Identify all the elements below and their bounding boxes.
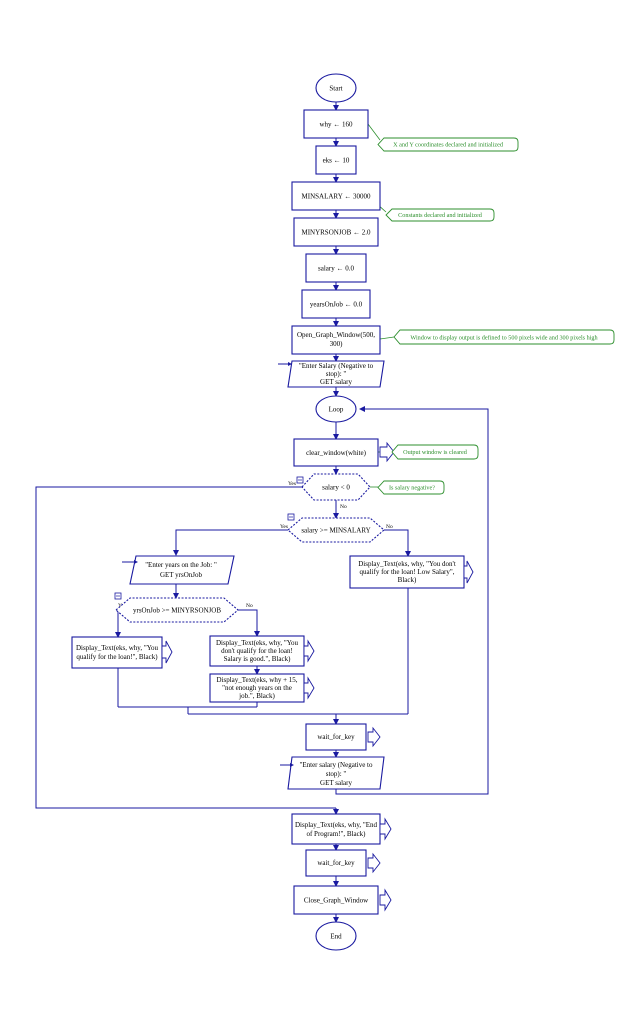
display-low-salary-line2: qualify for the loan! Low Salary", [360, 568, 455, 576]
why-label: why ← 160 [319, 121, 353, 129]
eks-label: eks ← 10 [323, 157, 350, 165]
node-input-salary2[interactable]: "Enter salary (Negative to stop): " GET … [280, 756, 385, 790]
connectors: No Yes Yes No Yes No [35, 102, 489, 923]
node-display-low-salary[interactable]: Display_Text(eks, why, "You don't qualif… [349, 555, 474, 589]
cond-minsalary-label: salary >= MINSALARY [301, 527, 370, 535]
comment-constants[interactable]: Constants declared and initialized [385, 208, 495, 222]
node-eks[interactable]: eks ← 10 [315, 145, 357, 175]
display-low-salary-line3: Black) [398, 576, 417, 584]
end-label: End [330, 933, 342, 941]
close-window-label: Close_Graph_Window [304, 897, 369, 905]
input-salary-line2: stop): " [326, 370, 347, 378]
minyrs-label: MINYRSONJOB ← 2.0 [301, 229, 371, 237]
input-salary2-line3: GET salary [320, 779, 352, 787]
yearsonjob-label: yearsOnJob ← 0.0 [310, 301, 363, 309]
open-window-line2: 300) [330, 340, 344, 348]
display-low-salary-line1: Display_Text(eks, why, "You don't [358, 560, 456, 568]
input-years-line1: "Enter years on the Job: " [145, 561, 217, 569]
node-input-salary[interactable]: "Enter Salary (Negative to stop): " GET … [278, 360, 385, 388]
label-yes-minsalary: Yes [280, 524, 288, 530]
start-label: Start [329, 85, 342, 93]
open-window-line1: Open_Graph_Window(500, [297, 331, 375, 339]
display-years-line3: job.", Black) [238, 692, 275, 700]
node-open-window[interactable]: Open_Graph_Window(500, 300) [291, 325, 381, 355]
node-display-qualify[interactable]: Display_Text(eks, why, "You qualify for … [71, 636, 173, 669]
node-wait2[interactable]: wait_for_key [305, 849, 381, 877]
node-minyrs[interactable]: MINYRSONJOB ← 2.0 [293, 217, 379, 247]
node-loop[interactable]: Loop [315, 395, 357, 423]
display-qualify-line1: Display_Text(eks, why, "You [76, 644, 159, 652]
minsalary-label: MINSALARY ← 30000 [302, 193, 371, 201]
label-no-years: No [246, 603, 253, 609]
comment-negative-text: Is salary negative? [389, 485, 435, 492]
input-years-line2: GET yrsOnJob [160, 571, 203, 579]
display-salary-good-line2: don't qualify for the loan! [221, 647, 293, 655]
node-minsalary[interactable]: MINSALARY ← 30000 [291, 181, 381, 211]
cond-salary-neg-label: salary < 0 [322, 484, 350, 492]
node-input-years[interactable]: "Enter years on the Job: " GET yrsOnJob [122, 555, 235, 585]
node-yearsonjob[interactable]: yearsOnJob ← 0.0 [301, 289, 371, 319]
comment-cleared[interactable]: Output window is cleared [391, 444, 479, 460]
comment-window-text: Window to display output is defined to 5… [410, 335, 598, 342]
label-yes-salary-neg: Yes [288, 481, 296, 487]
node-salary[interactable]: salary ← 0.0 [305, 253, 367, 283]
input-salary-line1: "Enter Salary (Negative to [299, 362, 374, 370]
node-wait1[interactable]: wait_for_key [305, 723, 381, 751]
comment-constants-text: Constants declared and initialized [398, 212, 483, 219]
comment-window[interactable]: Window to display output is defined to 5… [393, 329, 615, 345]
salary-label: salary ← 0.0 [318, 265, 354, 273]
node-cond-salary-neg[interactable]: salary < 0 [296, 473, 371, 501]
display-years-line1: Display_Text(eks, why + 15, [216, 676, 297, 684]
node-close-window[interactable]: Close_Graph_Window [293, 885, 392, 915]
wait2-label: wait_for_key [317, 859, 355, 867]
display-qualify-line2: qualify for the loan!", Black) [76, 653, 158, 661]
node-cond-minsalary[interactable]: salary >= MINSALARY [287, 513, 385, 543]
node-display-salary-good[interactable]: Display_Text(eks, why, "You don't qualif… [209, 635, 315, 667]
comment-xy[interactable]: X and Y coordinates declared and initial… [377, 137, 519, 152]
clear-window-label: clear_window(white) [306, 449, 367, 457]
comment-cleared-text: Output window is cleared [403, 449, 468, 456]
cond-years-label: yrsOnJob >= MINYRSONJOB [133, 607, 221, 615]
comment-xy-text: X and Y coordinates declared and initial… [393, 142, 504, 149]
display-end-line2: of Program!", Black) [306, 830, 366, 838]
loop-label: Loop [329, 406, 344, 414]
node-clear-window[interactable]: clear_window(white) [293, 438, 395, 467]
display-years-line2: "not enough years on the [222, 684, 292, 692]
node-display-end[interactable]: Display_Text(eks, why, "End of Program!"… [291, 813, 392, 845]
display-salary-good-line1: Display_Text(eks, why, "You [216, 639, 299, 647]
node-cond-years[interactable]: yrsOnJob >= MINYRSONJOB [114, 592, 239, 623]
input-salary2-line1: "Enter salary (Negative to [299, 761, 373, 769]
wait1-label: wait_for_key [317, 733, 355, 741]
label-no-minsalary: No [386, 524, 393, 530]
display-end-line1: Display_Text(eks, why, "End [295, 821, 378, 829]
node-start[interactable]: Start [315, 73, 357, 103]
label-no-salary-neg: No [340, 504, 347, 510]
comment-negative[interactable]: Is salary negative? [377, 480, 445, 495]
node-display-years[interactable]: Display_Text(eks, why + 15, "not enough … [209, 673, 315, 703]
node-why[interactable]: why ← 160 [303, 109, 369, 139]
input-salary-line3: GET salary [320, 378, 352, 386]
display-salary-good-line3: Salary is good.", Black) [224, 655, 291, 663]
input-salary2-line2: stop): " [326, 770, 347, 778]
node-end[interactable]: End [315, 921, 357, 951]
